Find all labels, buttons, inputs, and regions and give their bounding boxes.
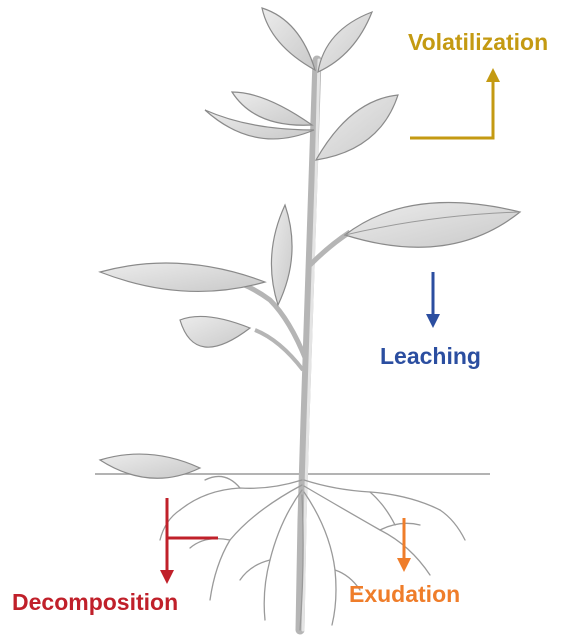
decomposition-arrow	[160, 498, 218, 584]
leaf-upper-left	[232, 92, 312, 125]
leaf-top-right	[318, 12, 372, 72]
volatilization-arrow	[410, 68, 500, 138]
leaf-large-right	[345, 203, 520, 248]
volatilization-label: Volatilization	[408, 31, 548, 54]
decomposition-label: Decomposition	[12, 591, 178, 614]
leaf-middle-left	[100, 263, 265, 291]
leaf-middle-up	[271, 205, 292, 305]
exudation-label: Exudation	[349, 583, 460, 606]
leaf-upper-right	[316, 95, 398, 160]
leaf-top-left	[262, 8, 315, 70]
exudation-arrow	[397, 518, 411, 572]
leaf-lower-left	[180, 316, 250, 347]
branch-right-upper	[310, 232, 350, 265]
leaching-arrow	[426, 272, 440, 328]
leaching-label: Leaching	[380, 345, 481, 368]
branch-left-middle	[225, 278, 306, 360]
